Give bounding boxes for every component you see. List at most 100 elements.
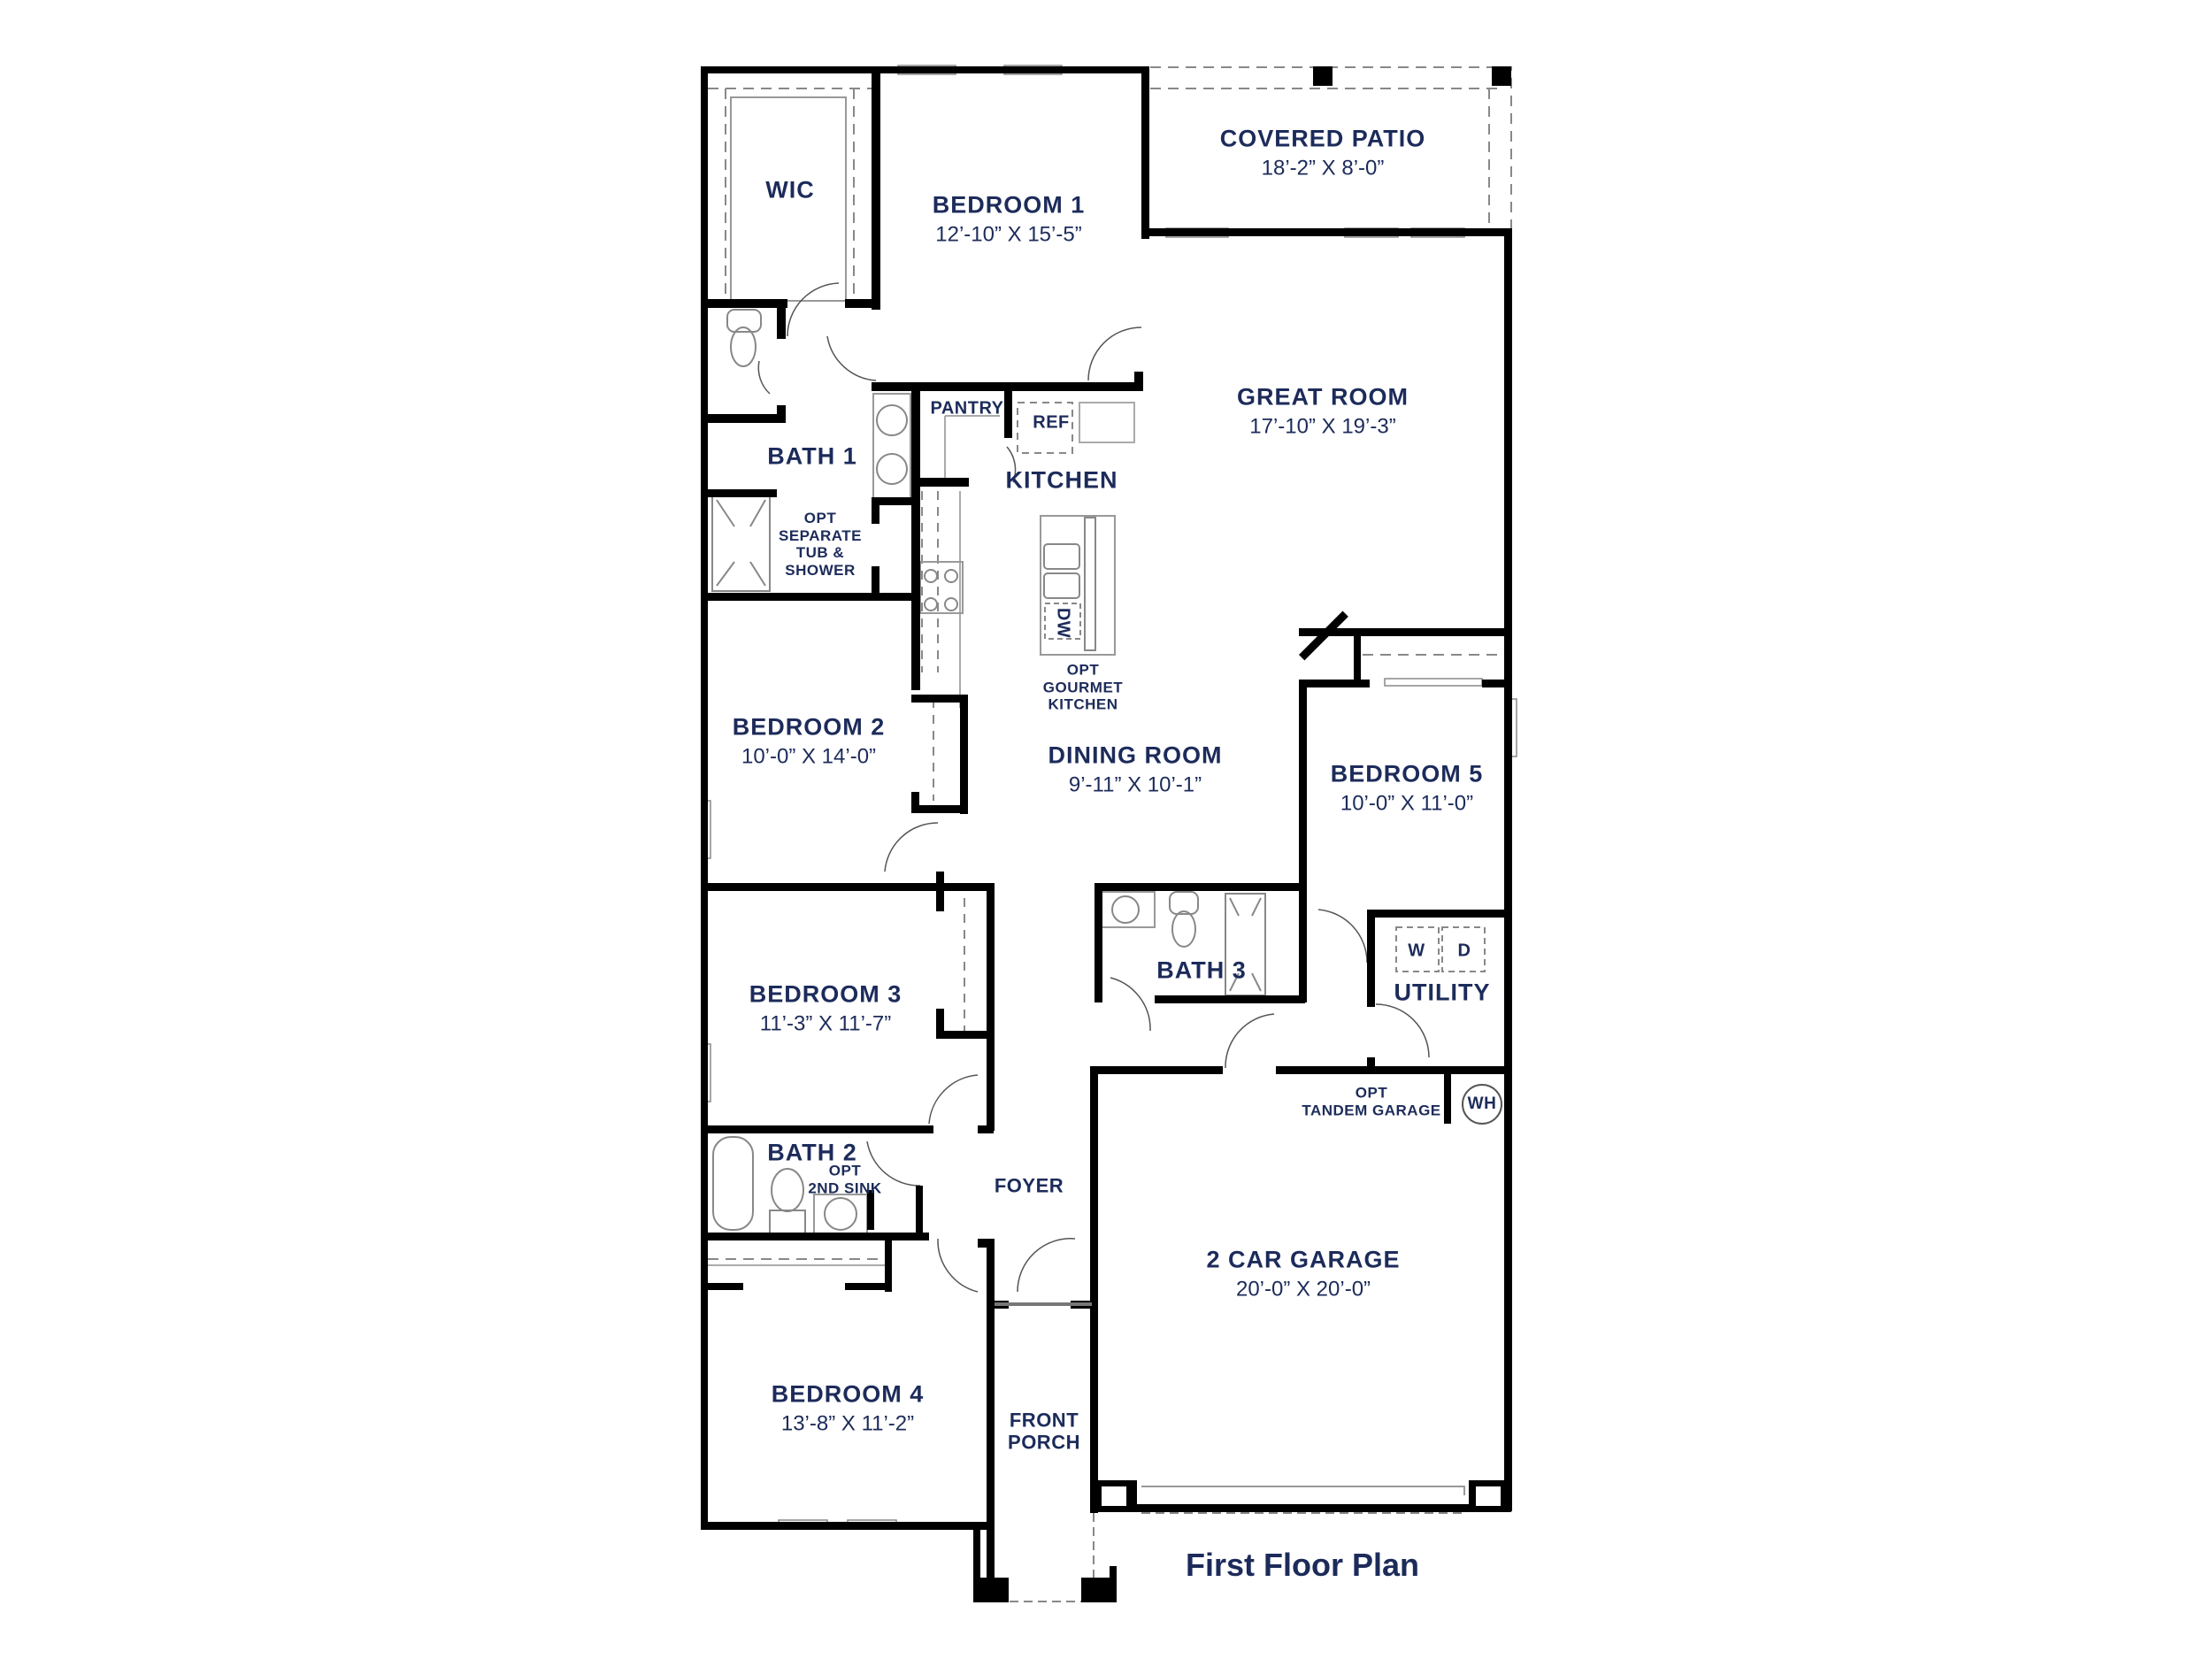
- wall: [1482, 680, 1509, 687]
- wall: [872, 497, 911, 505]
- appliance-label-dw: DW: [1048, 608, 1078, 638]
- wall: [1299, 628, 1511, 636]
- wall: [701, 66, 1148, 73]
- wall: [777, 405, 786, 423]
- post-inner: [1102, 1486, 1126, 1506]
- note-opt-tandem-garage: OPT TANDEM GARAGE: [1302, 1084, 1440, 1118]
- wall: [777, 299, 786, 339]
- appliance-name: WH: [1467, 1094, 1497, 1114]
- room-label-foyer: FOYER: [995, 1174, 1064, 1196]
- room-label-bath1: BATH 1: [767, 442, 857, 470]
- wall: [911, 792, 919, 813]
- wall: [936, 1009, 944, 1035]
- appliance-label-washer: W: [1408, 941, 1425, 962]
- room-name: COVERED PATIO: [1219, 125, 1426, 152]
- porch-post: [973, 1526, 980, 1601]
- plan-title: First Floor Plan: [1186, 1547, 1420, 1583]
- wall: [708, 414, 786, 423]
- wall: [911, 805, 967, 813]
- wall: [936, 883, 994, 891]
- note-line: SEPARATE: [778, 526, 863, 544]
- wall: [916, 1186, 923, 1239]
- note-line: OPT: [1066, 661, 1100, 679]
- note-line: OPT: [803, 509, 837, 526]
- wall: [1367, 1057, 1375, 1071]
- room-dimensions: 10’-0” X 14’-0”: [741, 744, 877, 769]
- wall: [1444, 1071, 1451, 1124]
- wall: [911, 389, 920, 690]
- wall: [708, 1283, 743, 1290]
- room-dimensions: 11’-3” X 11’-7”: [759, 1011, 892, 1036]
- note-line: SHOWER: [785, 561, 856, 579]
- wall: [936, 885, 944, 911]
- porch-post: [973, 1578, 1009, 1602]
- wall: [978, 1125, 994, 1133]
- room-name: 2 CAR GARAGE: [1206, 1246, 1401, 1273]
- note-line: KITCHEN: [1048, 695, 1118, 713]
- appliance-name: W: [1408, 941, 1425, 961]
- wall: [708, 883, 938, 891]
- room-label-utility: UTILITY: [1394, 979, 1491, 1006]
- wall: [1141, 228, 1511, 236]
- wall: [936, 872, 944, 891]
- room-label-wic: WIC: [765, 176, 814, 204]
- wall: [708, 593, 918, 601]
- wall: [845, 1283, 889, 1290]
- appliance-label-dryer: D: [1458, 941, 1471, 962]
- room-name: BEDROOM 1: [932, 191, 1086, 219]
- room-name: UTILITY: [1394, 979, 1491, 1006]
- wall: [1276, 1066, 1511, 1074]
- room-label-bath2: BATH 2: [767, 1139, 857, 1166]
- wall: [1134, 372, 1143, 391]
- wall: [708, 299, 787, 308]
- wall: [1367, 910, 1511, 918]
- post-inner: [1476, 1486, 1501, 1506]
- wall: [872, 497, 879, 524]
- room-label-covered-patio: COVERED PATIO 18’-2” X 8’-0”: [1220, 126, 1426, 181]
- wall: [701, 1522, 993, 1530]
- room-label-bedroom5: BEDROOM 5 10’-0” X 11’-0”: [1331, 761, 1484, 817]
- wall: [987, 883, 995, 1131]
- wall: [1141, 66, 1149, 239]
- wall: [885, 1239, 892, 1292]
- room-dimensions: 9’-11” X 10’-1”: [1068, 772, 1202, 797]
- wall: [1090, 1504, 1511, 1512]
- note-opt-gourmet-kitchen: OPT GOURMET KITCHEN: [1043, 662, 1123, 714]
- note-line: 2ND SINK: [808, 1179, 882, 1196]
- room-name: BATH 1: [767, 442, 857, 470]
- wall: [1367, 910, 1375, 1007]
- note-line: TUB &: [795, 544, 845, 561]
- wall: [1004, 389, 1012, 438]
- wall: [1299, 680, 1370, 687]
- room-name: BEDROOM 4: [771, 1380, 925, 1408]
- room-dimensions: 17’-10” X 19’-3”: [1249, 414, 1396, 439]
- wall: [960, 695, 968, 814]
- room-name: PANTRY: [930, 398, 1004, 419]
- room-name: BEDROOM 5: [1330, 760, 1484, 787]
- wall: [872, 566, 879, 597]
- wall: [872, 71, 880, 310]
- note-opt-2nd-sink: OPT 2ND SINK: [808, 1162, 881, 1196]
- wall: [911, 478, 969, 487]
- wall: [1299, 883, 1307, 1002]
- room-name: WIC: [765, 176, 815, 204]
- appliance-name: DW: [1053, 607, 1073, 639]
- wall: [701, 66, 708, 1526]
- note-line: TANDEM GARAGE: [1302, 1102, 1441, 1118]
- note-line: OPT: [1355, 1084, 1388, 1102]
- wall: [708, 1233, 929, 1240]
- room-name: DINING ROOM: [1048, 741, 1223, 769]
- room-label-bedroom2: BEDROOM 2 10’-0” X 14’-0”: [733, 714, 886, 770]
- room-label-bedroom1: BEDROOM 1 12’-10” X 15’-5”: [933, 192, 1086, 248]
- room-label-garage: 2 CAR GARAGE 20’-0” X 20’-0”: [1206, 1247, 1400, 1302]
- room-name: PORCH: [1008, 1432, 1080, 1454]
- room-dimensions: 12’-10” X 15’-5”: [935, 222, 1082, 247]
- porch-post: [1110, 1566, 1117, 1601]
- room-dimensions: 18’-2” X 8’-0”: [1261, 156, 1385, 180]
- room-label-great-room: GREAT ROOM 17’-10” X 19’-3”: [1237, 384, 1409, 440]
- room-label-front-porch: FRONT PORCH: [1008, 1409, 1080, 1455]
- wall: [872, 382, 1142, 391]
- appliance-name: REF: [1033, 412, 1070, 433]
- wall: [1504, 228, 1512, 1511]
